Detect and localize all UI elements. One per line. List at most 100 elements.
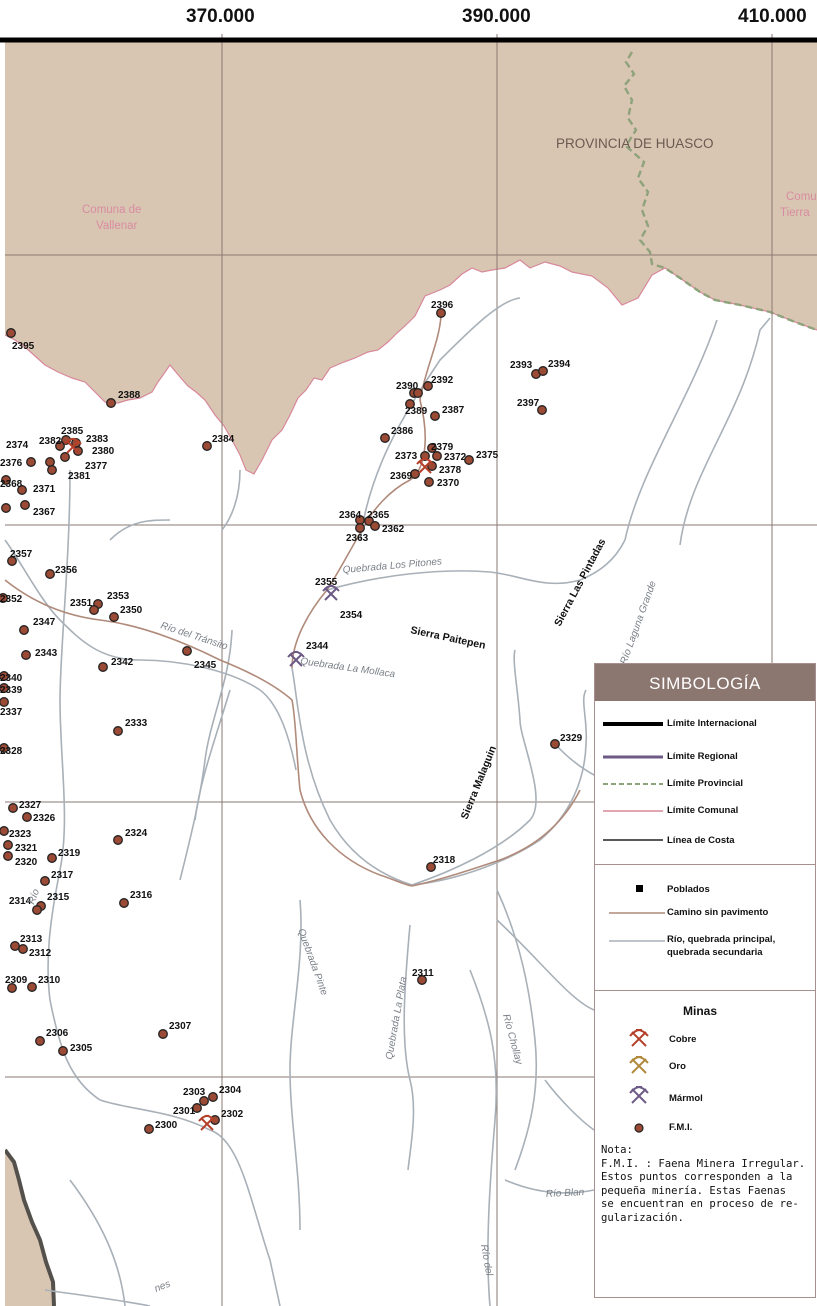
note-line: F.M.I. : Faena Minera Irregular. <box>601 1157 806 1170</box>
legend-divider <box>595 990 815 991</box>
fmi-point-2342 <box>98 662 108 672</box>
fmi-label-2304: 2304 <box>219 1085 242 1096</box>
legend-panel: SIMBOLOGÍA Límite Internacional Límite R… <box>594 663 816 1298</box>
fmi-point-2397 <box>537 405 547 415</box>
comuna-label-line1: Comuna de <box>82 204 141 216</box>
feature-label: Río Blan <box>546 1187 585 1200</box>
fmi-point-2327 <box>8 803 18 813</box>
fmi-label-2389: 2389 <box>405 406 428 417</box>
fmi-point-2391 <box>413 388 423 398</box>
feature-label: Río del <box>478 1244 494 1278</box>
fmi-point-2310 <box>27 982 37 992</box>
legend-river-symbol <box>609 940 665 942</box>
fmi-point-2309 <box>7 983 17 993</box>
fmi-label-2388: 2388 <box>118 390 141 401</box>
fmi-label-2309: 2309 <box>5 975 28 986</box>
fmi-label-2347: 2347 <box>33 617 56 628</box>
pickaxe-icon <box>629 1086 649 1104</box>
fmi-point-icon <box>634 1123 644 1133</box>
fmi-point-2319 <box>47 853 57 863</box>
fmi-point-2381 <box>47 465 57 475</box>
comuna-right-label-line1: Comu <box>786 191 817 203</box>
fmi-label-2369: 2369 <box>390 471 413 482</box>
fmi-point-2367 <box>20 500 30 510</box>
pickaxe-icon <box>629 1056 649 1074</box>
legend-coast: Línea de Costa <box>667 835 735 846</box>
feature-label: Sierra Paitepen <box>409 624 486 652</box>
fmi-point-2379 <box>427 443 437 453</box>
fmi-point-2392 <box>423 381 433 391</box>
fmi-label-2356: 2356 <box>55 565 78 576</box>
feature-label: Quebrada Pinte <box>295 927 329 997</box>
fmi-label-2311: 2311 <box>412 968 434 979</box>
fmi-point-2374 <box>26 457 36 467</box>
mine-symbol-marmol <box>322 584 340 601</box>
mine-label-2344: 2344 <box>306 641 329 652</box>
fmi-label-2353: 2353 <box>107 591 130 602</box>
province-label: PROVINCIA DE HUASCO <box>556 136 714 151</box>
fmi-label-2384: 2384 <box>212 434 235 445</box>
fmi-label-2387: 2387 <box>442 405 465 416</box>
fmi-point-2340 <box>0 671 9 681</box>
fmi-point-2370 <box>424 477 434 487</box>
rivers <box>4 297 771 1306</box>
provincial-boundary <box>622 51 817 332</box>
legend-comunal: Límite Comunal <box>667 805 739 816</box>
fmi-label-2343: 2343 <box>35 648 58 659</box>
fmi-point-2329 <box>550 739 560 749</box>
fmi-label-2320: 2320 <box>15 857 38 868</box>
legend-poblado-symbol <box>636 885 643 892</box>
fmi-label-2301: 2301 <box>173 1106 196 1117</box>
fmi-label-2321: 2321 <box>15 843 38 854</box>
fmi-label-2300: 2300 <box>155 1120 178 1131</box>
grid-coordinate-label: 410.000 <box>738 6 807 27</box>
fmi-point-2337 <box>0 697 9 707</box>
fmi-point-2366 <box>1 503 11 513</box>
fmi-point-2343 <box>21 650 31 660</box>
fmi-point-2389 <box>405 399 415 409</box>
fmi-label-2327: 2327 <box>19 800 42 811</box>
feature-label: Río <box>26 887 42 906</box>
fmi-label-2397: 2397 <box>517 398 540 409</box>
fmi-point-2316 <box>119 898 129 908</box>
fmi-point-2375 <box>464 455 474 465</box>
fmi-label-2302: 2302 <box>221 1109 244 1120</box>
note-line: pequeña minería. Estas Faenas <box>601 1184 786 1197</box>
fmi-point-2320 <box>3 851 13 861</box>
fmi-point-2300 <box>144 1124 154 1134</box>
fmi-label-2306: 2306 <box>46 1028 69 1039</box>
fmi-point-2395 <box>6 328 16 338</box>
fmi-label-2367: 2367 <box>33 507 56 518</box>
fmi-label-2373: 2373 <box>395 451 418 462</box>
fmi-point-2313 <box>10 941 20 951</box>
fmi-label-2307: 2307 <box>169 1021 192 1032</box>
fmi-point-2377 <box>60 452 70 462</box>
fmi-point-2305 <box>58 1046 68 1056</box>
fmi-label-2317: 2317 <box>51 870 74 881</box>
fmi-point-2382 <box>55 441 65 451</box>
fmi-label-2394: 2394 <box>548 359 571 370</box>
fmi-label-2313: 2313 <box>20 934 43 945</box>
fmi-label-2318: 2318 <box>433 855 456 866</box>
fmi-point-2369 <box>410 469 420 479</box>
fmi-label-2345: 2345 <box>194 660 217 671</box>
coast-line <box>3 1148 56 1306</box>
fmi-label-2393: 2393 <box>510 360 533 371</box>
fmi-label-2376: 2376 <box>0 458 23 469</box>
fmi-point-2333 <box>113 726 123 736</box>
fmi-label-2382: 2382 <box>39 436 62 447</box>
legend-note: Nota: F.M.I. : Faena Minera Irregular. E… <box>601 1144 813 1226</box>
fmi-point-2376 <box>45 457 55 467</box>
legend-title: SIMBOLOGÍA <box>595 664 815 701</box>
fmi-label-2314: 2314 <box>9 896 32 907</box>
fmi-point-2350 <box>109 612 119 622</box>
mine-symbol-cobre <box>416 457 434 474</box>
fmi-point-2372 <box>432 451 442 461</box>
fmi-point-2362 <box>370 521 380 531</box>
fmi-label-2392: 2392 <box>431 375 454 386</box>
legend-oro: Oro <box>669 1061 686 1072</box>
fmi-label-2375: 2375 <box>476 450 499 461</box>
note-line: Nota: <box>601 1144 633 1156</box>
